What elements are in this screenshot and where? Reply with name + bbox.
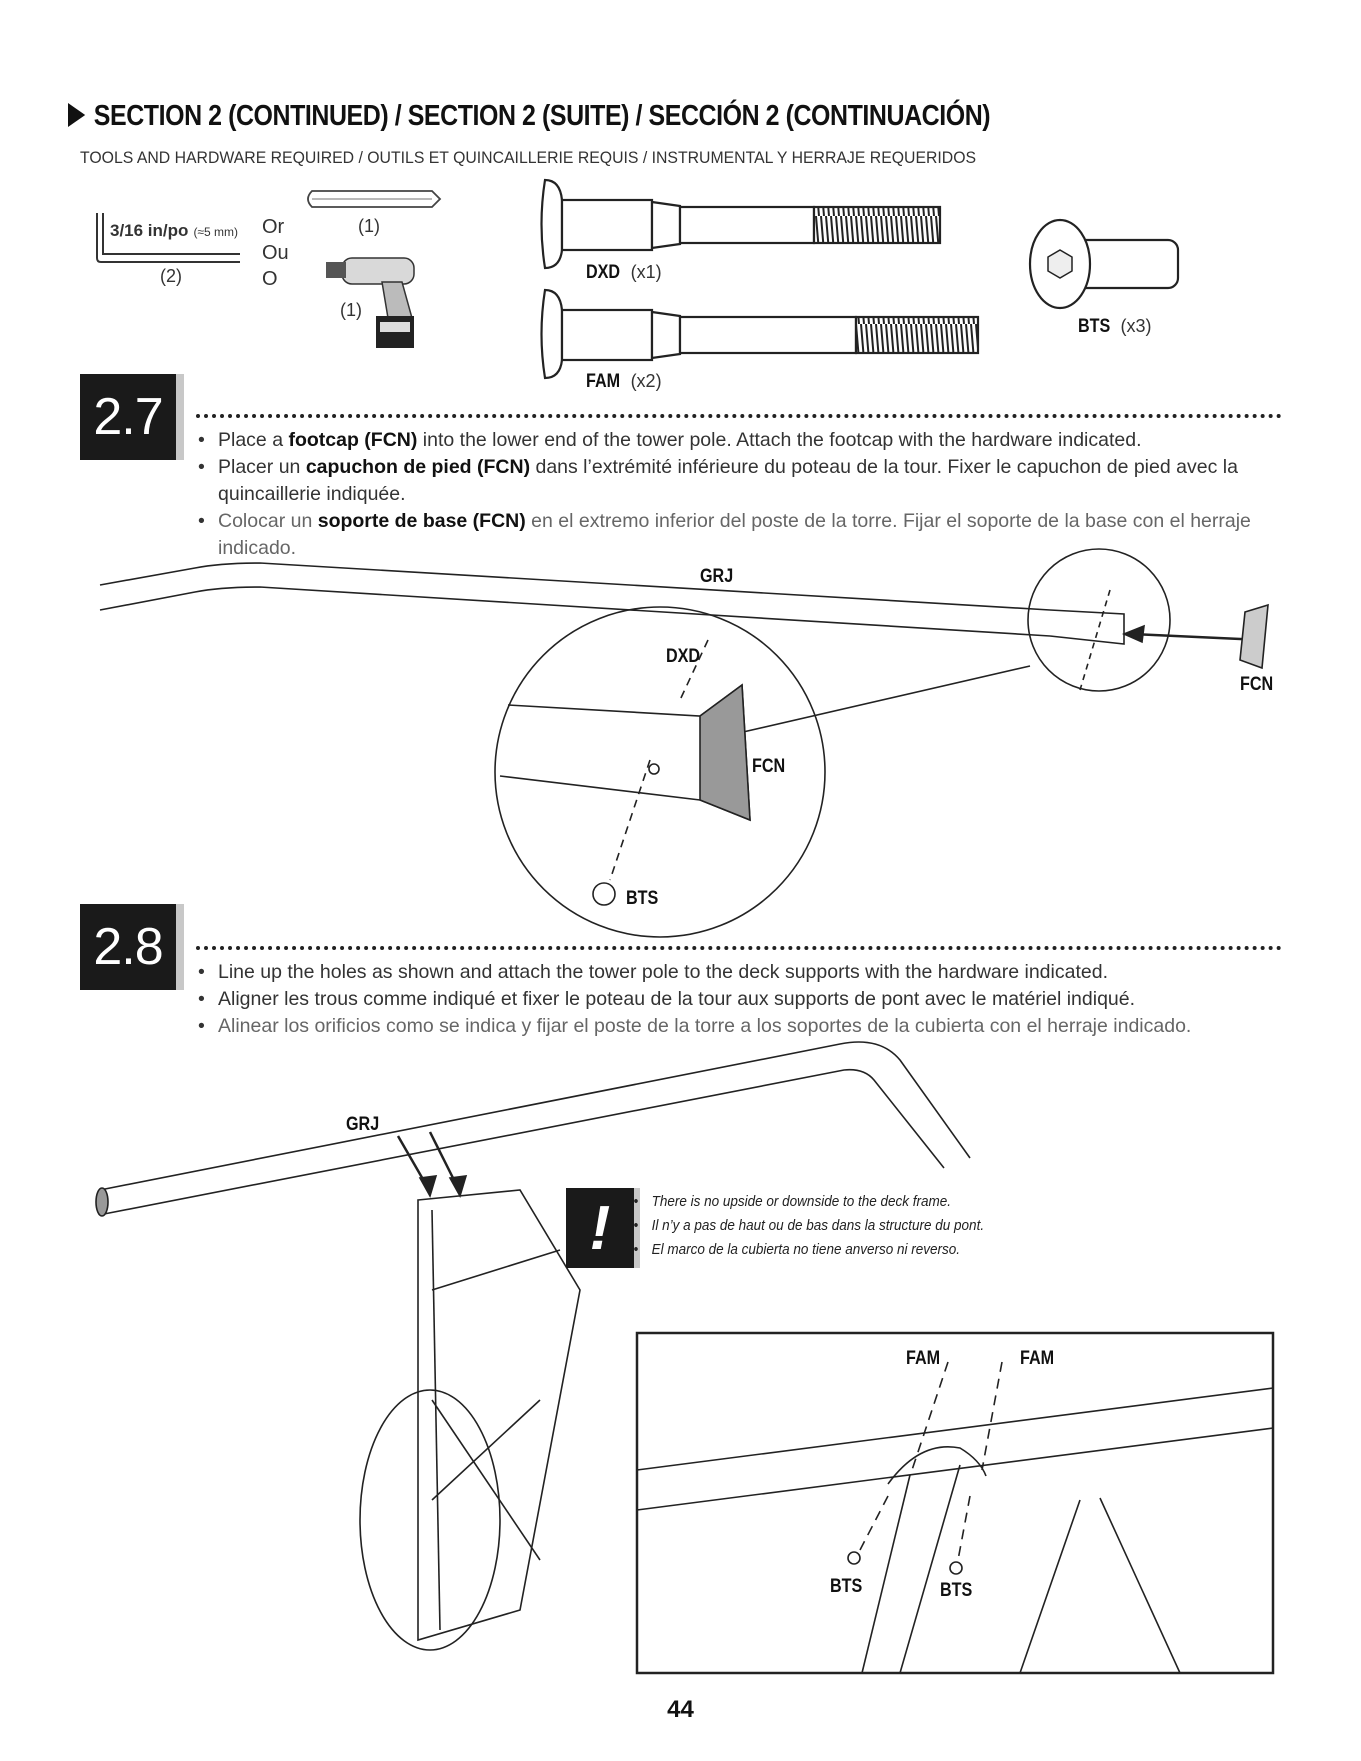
page-title: SECTION 2 (CONTINUED) / SECTION 2 (SUITE… (68, 100, 991, 133)
step-2-8-diagram (95, 1041, 1275, 1675)
or-label-es: O (262, 268, 278, 290)
step-divider (196, 946, 1282, 950)
dxd-bolt-icon (540, 178, 942, 270)
fam-label: FAM (x2) (586, 371, 662, 392)
driver-bit-qty: (1) (358, 216, 380, 236)
step-2-7-diagram (99, 548, 1269, 938)
bts-left-label: BTS (830, 1576, 863, 1597)
fcn-label: FCN (1240, 674, 1274, 695)
allen-key-size: 3/16 in/po (≈5 mm) (110, 221, 239, 240)
warning-icon: ! (566, 1188, 634, 1268)
instruction-es: Colocar un soporte de base (FCN) en el e… (196, 508, 1286, 562)
step-2-8-instructions: Line up the holes as shown and attach th… (196, 959, 1286, 1040)
instruction-fr: Placer un capuchon de pied (FCN) dans l’… (196, 454, 1286, 508)
instruction-es: Alinear los orificios como se indica y f… (196, 1013, 1286, 1040)
dxd-detail-label: DXD (666, 646, 701, 667)
note-en: There is no upside or downside to the de… (630, 1190, 984, 1214)
allen-key-icon (96, 213, 240, 263)
or-label-en: Or (262, 216, 285, 238)
fam-right-label: FAM (1020, 1348, 1055, 1369)
fcn-detail-label: FCN (752, 756, 786, 777)
play-triangle-icon (68, 103, 86, 127)
grj-label: GRJ (700, 566, 734, 587)
driver-bit-icon (307, 190, 442, 208)
grj-label: GRJ (346, 1114, 380, 1135)
instruction-en: Place a footcap (FCN) into the lower end… (196, 427, 1286, 454)
deck-frame-note: There is no upside or downside to the de… (630, 1190, 1023, 1262)
step-divider (196, 414, 1282, 418)
note-fr: Il n’y a pas de haut ou de bas dans la s… (630, 1214, 984, 1238)
drill-qty: (1) (340, 300, 362, 320)
bts-right-label: BTS (940, 1580, 973, 1601)
power-drill-icon (326, 257, 415, 348)
instruction-en: Line up the holes as shown and attach th… (196, 959, 1286, 986)
step-number-2-7: 2.7 (80, 374, 176, 460)
bts-nut-icon (1028, 218, 1180, 310)
dxd-label: DXD (x1) (586, 262, 662, 283)
allen-key-qty: (2) (160, 266, 182, 286)
or-label-fr: Ou (262, 242, 289, 264)
instruction-fr: Aligner les trous comme indiqué et fixer… (196, 986, 1286, 1013)
fam-left-label: FAM (906, 1348, 941, 1369)
step-2-7-instructions: Place a footcap (FCN) into the lower end… (196, 427, 1286, 562)
note-es: El marco de la cubierta no tiene anverso… (630, 1238, 984, 1262)
page-number: 44 (667, 1696, 694, 1723)
tools-heading: TOOLS AND HARDWARE REQUIRED / OUTILS ET … (80, 148, 977, 167)
step-number-2-8: 2.8 (80, 904, 176, 990)
bts-detail-label: BTS (626, 888, 659, 909)
bts-label: BTS (x3) (1078, 316, 1152, 337)
fam-bolt-icon (540, 288, 980, 380)
